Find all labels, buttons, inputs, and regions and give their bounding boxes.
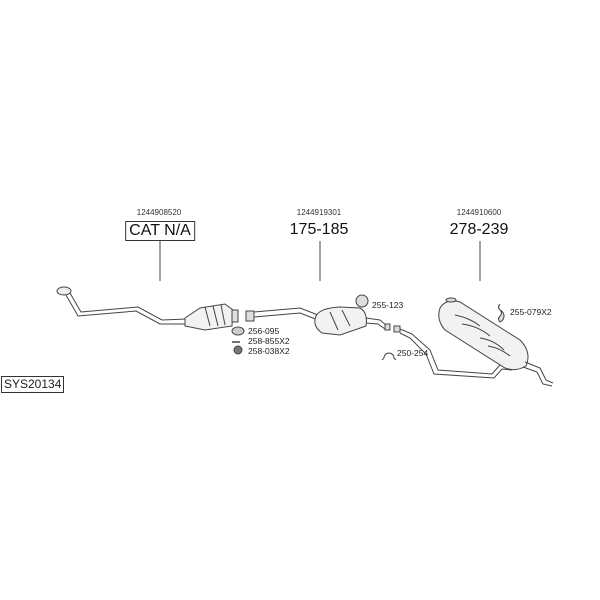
gasket-icon [231,326,245,336]
catalytic-converter [184,303,239,331]
part-number-rear[interactable]: 278-239 [449,221,509,238]
part-number-middle[interactable]: 175-185 [289,221,349,238]
front-pipe [56,286,188,325]
middle-muffler [245,306,391,336]
oe-number-rear: 1244910600 [456,208,502,217]
accessory-label[interactable]: 258-855X2 [248,336,290,346]
hanger-icon [498,303,505,323]
clamp-icon [381,352,397,361]
accessory-label[interactable]: 255-079X2 [510,307,552,317]
accessory-label[interactable]: 256-095 [248,326,280,336]
accessory-label[interactable]: 250-254 [397,348,429,358]
accessory-label[interactable]: 255-123 [372,300,404,310]
rubber-mount-icon [355,294,369,308]
part-number-cat[interactable]: CAT N/A [125,221,195,241]
accessory-label[interactable]: 258-038X2 [248,346,290,356]
system-id: SYS20134 [1,376,65,393]
oe-number-middle: 1244919301 [296,208,342,217]
oe-number-cat: 1244908520 [136,208,182,217]
nut-icon [233,345,243,355]
rear-muffler [393,297,554,387]
